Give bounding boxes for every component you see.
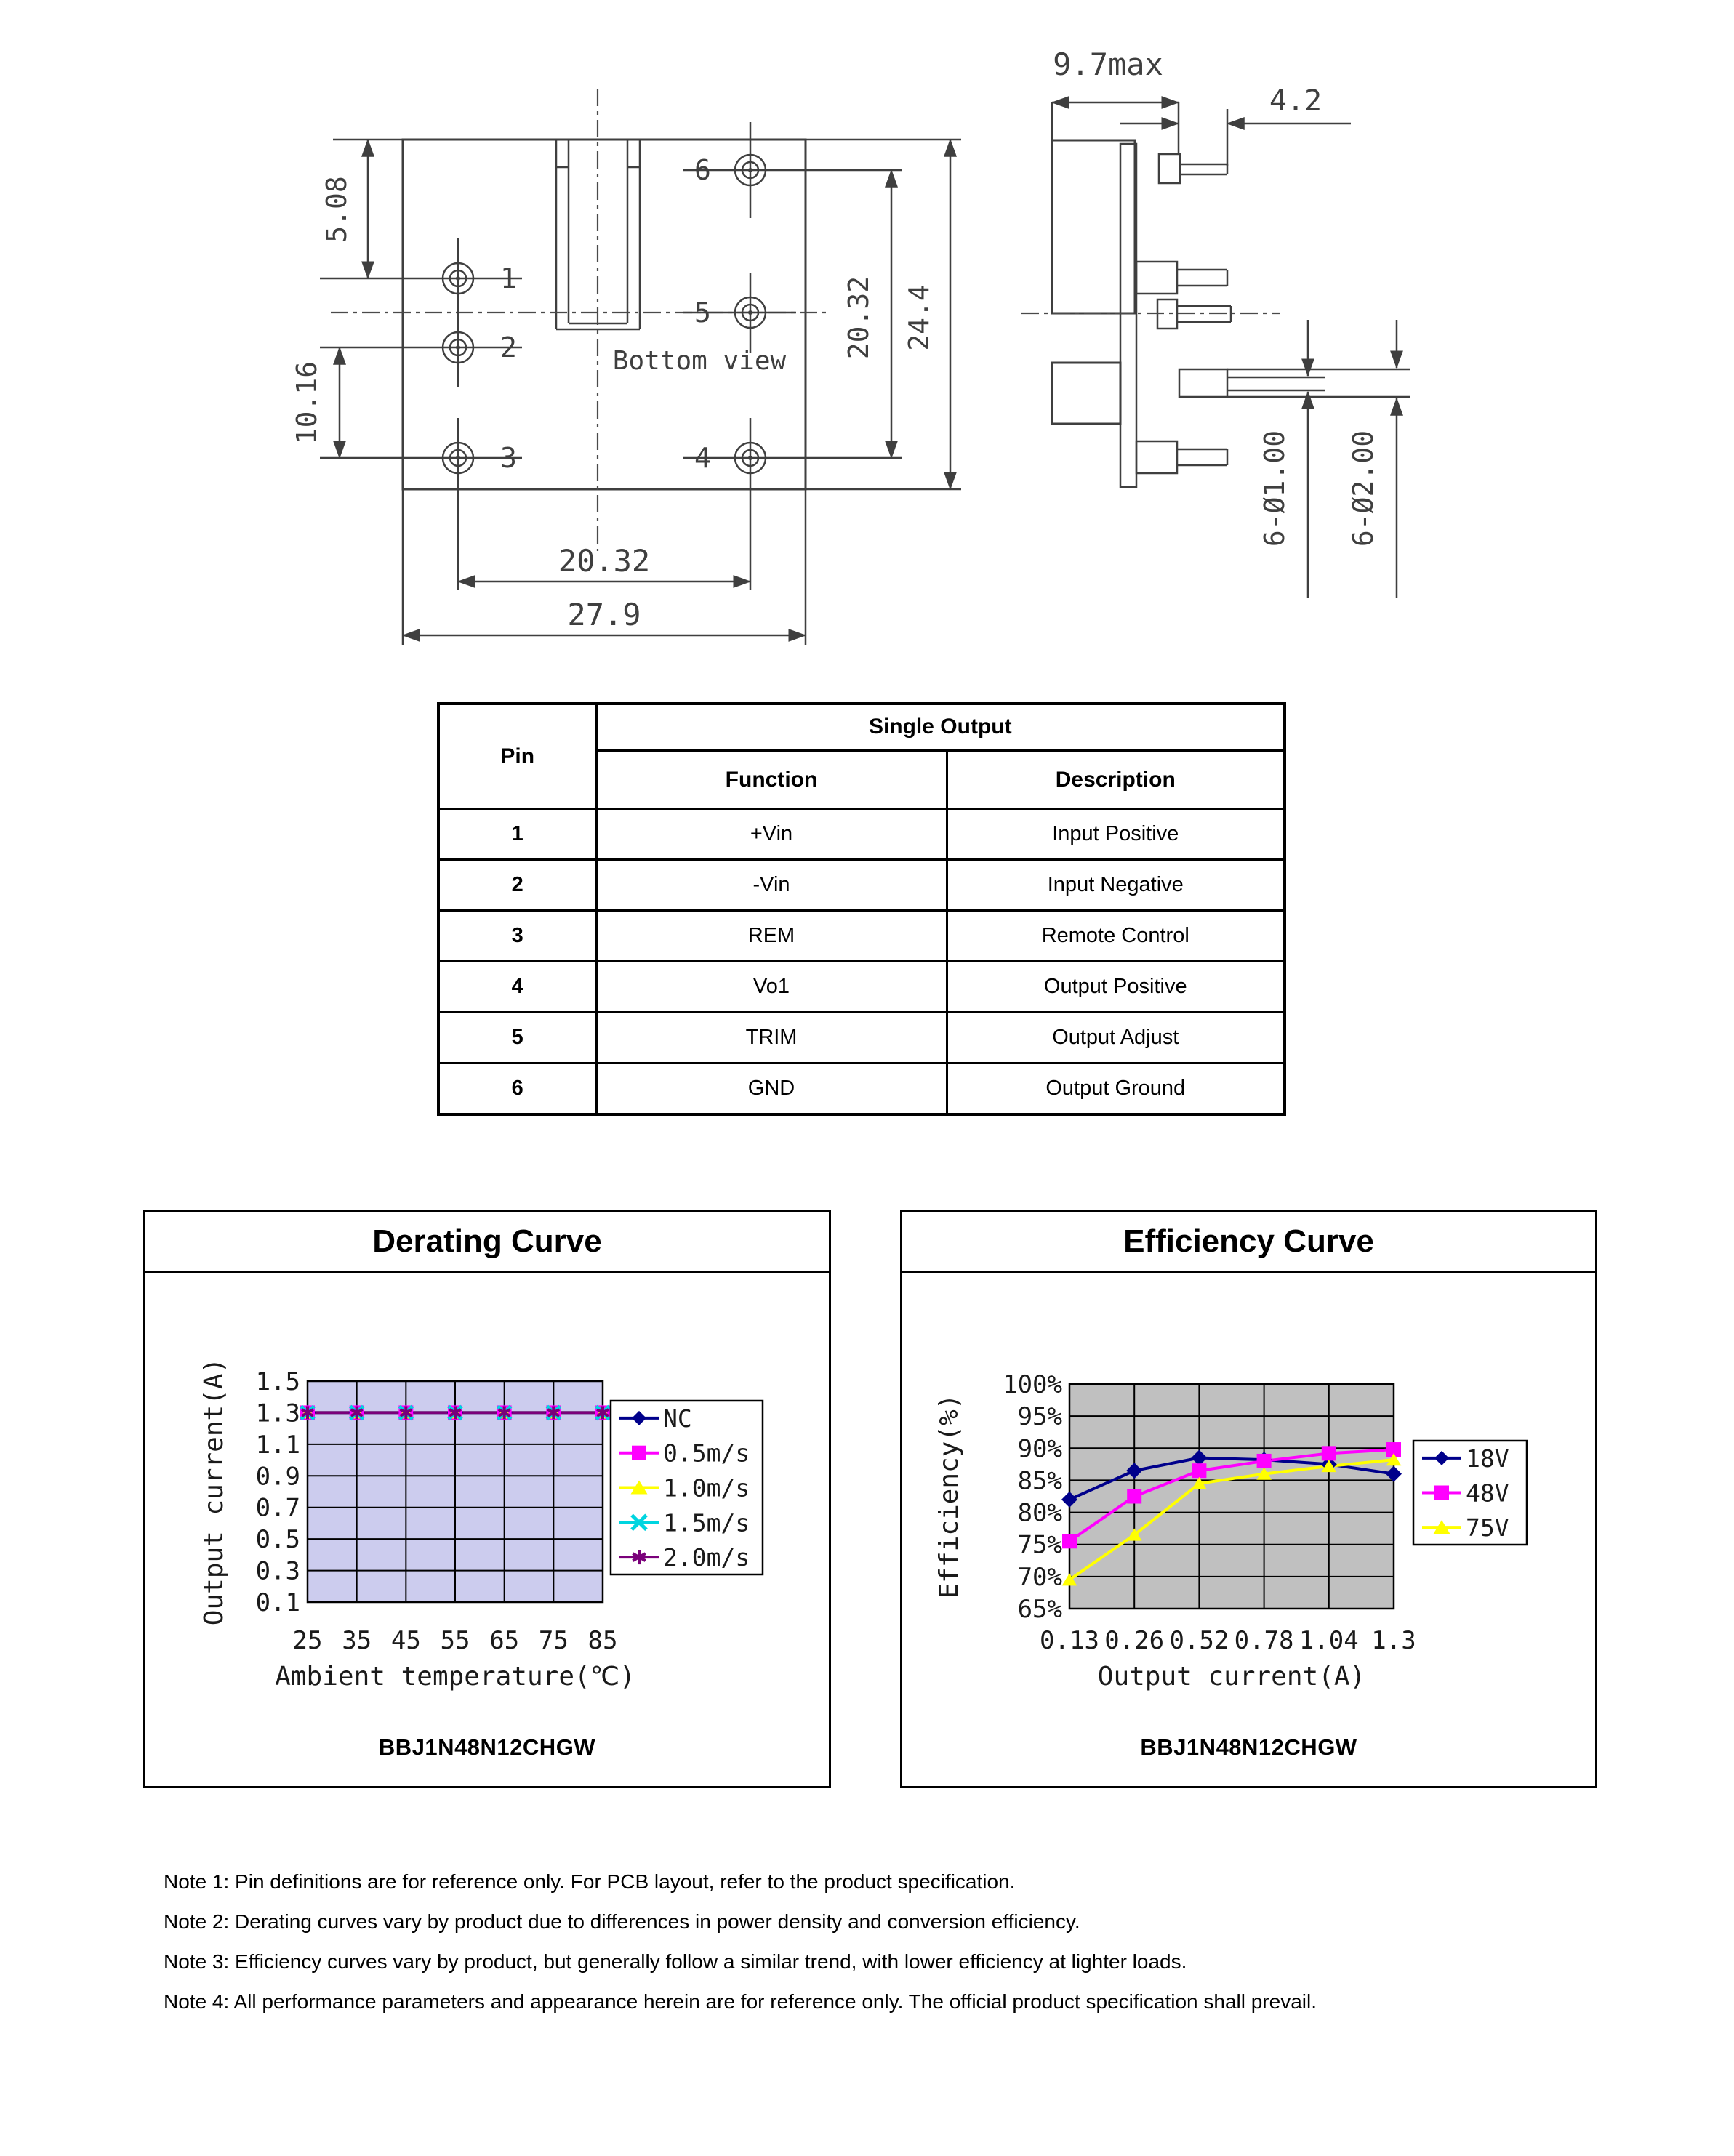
svg-text:75: 75	[539, 1626, 569, 1655]
svg-text:80%: 80%	[1018, 1499, 1062, 1528]
svg-text:25: 25	[293, 1626, 323, 1655]
svg-text:0.78: 0.78	[1235, 1626, 1294, 1655]
dim-pin-length: 4.2	[1269, 84, 1322, 118]
svg-text:1.3: 1.3	[1371, 1626, 1416, 1655]
table-header-group: Single Output	[595, 702, 1286, 752]
svg-text:48V: 48V	[1466, 1479, 1509, 1508]
svg-text:18V: 18V	[1466, 1444, 1509, 1473]
efficiency-curve-panel: Efficiency Curve 100% 95% 90% 85% 80% 75% 70% 6…	[900, 1210, 1597, 1788]
svg-text:Output current(A): Output current(A)	[199, 1358, 229, 1625]
svg-text:1.1: 1.1	[256, 1431, 300, 1460]
svg-text:75V: 75V	[1466, 1513, 1509, 1542]
derating-model-label: BBJ1N48N12CHGW	[378, 1734, 596, 1760]
svg-text:Efficiency(%): Efficiency(%)	[934, 1394, 964, 1599]
svg-text:0.3: 0.3	[256, 1557, 300, 1586]
module-body-outline	[401, 138, 807, 491]
svg-text:65: 65	[489, 1626, 519, 1655]
table-header-pin: Pin	[437, 702, 598, 810]
pin-label-5: 5	[694, 297, 711, 329]
dim-pin-dia-small: 6-Ø1.00	[1259, 430, 1291, 547]
dim-pin-span-h: 20.32	[558, 543, 650, 579]
dim-depth: 9.7max	[1053, 47, 1163, 82]
svg-text:1.0m/s: 1.0m/s	[663, 1474, 750, 1503]
pin-label-2: 2	[500, 331, 517, 363]
table-header-description: Description	[945, 749, 1286, 810]
side-flange-outline	[1119, 142, 1138, 488]
svg-text:1.5: 1.5	[256, 1367, 300, 1396]
svg-text:95%: 95%	[1018, 1402, 1062, 1431]
dim-body-width: 27.9	[567, 597, 641, 632]
svg-text:0.5: 0.5	[256, 1525, 300, 1554]
pin-label-3: 3	[500, 442, 517, 474]
dim-pin-dia-large: 6-Ø2.00	[1347, 430, 1379, 547]
svg-text:75%: 75%	[1018, 1531, 1062, 1560]
note-2: Note 2: Derating curves vary by product …	[164, 1910, 1080, 1933]
side-body-outline	[1051, 139, 1136, 315]
note-3: Note 3: Efficiency curves vary by produc…	[164, 1950, 1187, 1973]
mechanical-drawing: 1 2 3 4 5 6 Bottom view 5.08 10.16 20.32…	[291, 47, 1410, 645]
svg-text:0.13: 0.13	[1040, 1626, 1099, 1655]
pin-label-1: 1	[500, 262, 517, 294]
svg-text:NC: NC	[663, 1404, 692, 1433]
svg-text:Output current(A): Output current(A)	[1098, 1662, 1365, 1692]
svg-text:35: 35	[342, 1626, 372, 1655]
svg-text:70%: 70%	[1018, 1563, 1062, 1592]
svg-text:55: 55	[441, 1626, 470, 1655]
svg-text:0.26: 0.26	[1104, 1626, 1164, 1655]
pin-label-6: 6	[694, 154, 711, 186]
dim-top-offset: 5.08	[321, 176, 353, 243]
svg-text:0.52: 0.52	[1169, 1626, 1229, 1655]
svg-text:2.0m/s: 2.0m/s	[663, 1543, 750, 1572]
svg-text:0.7: 0.7	[256, 1494, 300, 1523]
derating-curve-title: Derating Curve	[145, 1212, 829, 1273]
side-view-drawing: 9.7max 4.2 6-Ø1.00 6-Ø2.00	[1021, 47, 1410, 598]
dim-left-pitch: 10.16	[291, 361, 323, 444]
svg-text:45: 45	[391, 1626, 421, 1655]
pin-holes	[320, 122, 902, 590]
svg-text:Ambient temperature(℃): Ambient temperature(℃)	[275, 1662, 635, 1692]
pin-label-4: 4	[694, 442, 711, 474]
svg-text:85: 85	[588, 1626, 618, 1655]
notes-section: Note 1: Pin definitions are for referenc…	[164, 1872, 1603, 2032]
svg-text:85%: 85%	[1018, 1466, 1062, 1495]
svg-text:65%: 65%	[1018, 1595, 1062, 1624]
dim-body-height: 24.4	[903, 284, 935, 351]
note-4: Note 4: All performance parameters and a…	[164, 1990, 1317, 2013]
svg-text:1.04: 1.04	[1299, 1626, 1359, 1655]
svg-text:100%: 100%	[1003, 1370, 1062, 1399]
table-header-function: Function	[595, 749, 948, 810]
efficiency-model-label: BBJ1N48N12CHGW	[1140, 1734, 1357, 1760]
efficiency-curve-title: Efficiency Curve	[902, 1212, 1595, 1273]
svg-text:90%: 90%	[1018, 1434, 1062, 1463]
side-lower-outline	[1051, 361, 1122, 425]
bottom-view-caption: Bottom view	[613, 346, 787, 376]
svg-text:1.5m/s: 1.5m/s	[663, 1508, 750, 1537]
svg-text:0.1: 0.1	[256, 1588, 300, 1617]
svg-text:1.3: 1.3	[256, 1399, 300, 1428]
bottom-view-drawing: 1 2 3 4 5 6 Bottom view 5.08 10.16 20.32…	[291, 89, 961, 645]
side-pins	[1021, 153, 1410, 475]
pin-function-table: Pin Single Output Function Description 1…	[437, 702, 1287, 1116]
derating-chart: 1.5 1.3 1.10.9 0.70.5 0.30.1 25 35 45 55 65 75 85Am…	[199, 1358, 764, 1692]
svg-text:0.5m/s: 0.5m/s	[663, 1439, 750, 1468]
note-1: Note 1: Pin definitions are for referenc…	[164, 1870, 1016, 1893]
svg-text:0.9: 0.9	[256, 1462, 300, 1491]
dim-pin-span-v: 20.32	[843, 276, 875, 359]
